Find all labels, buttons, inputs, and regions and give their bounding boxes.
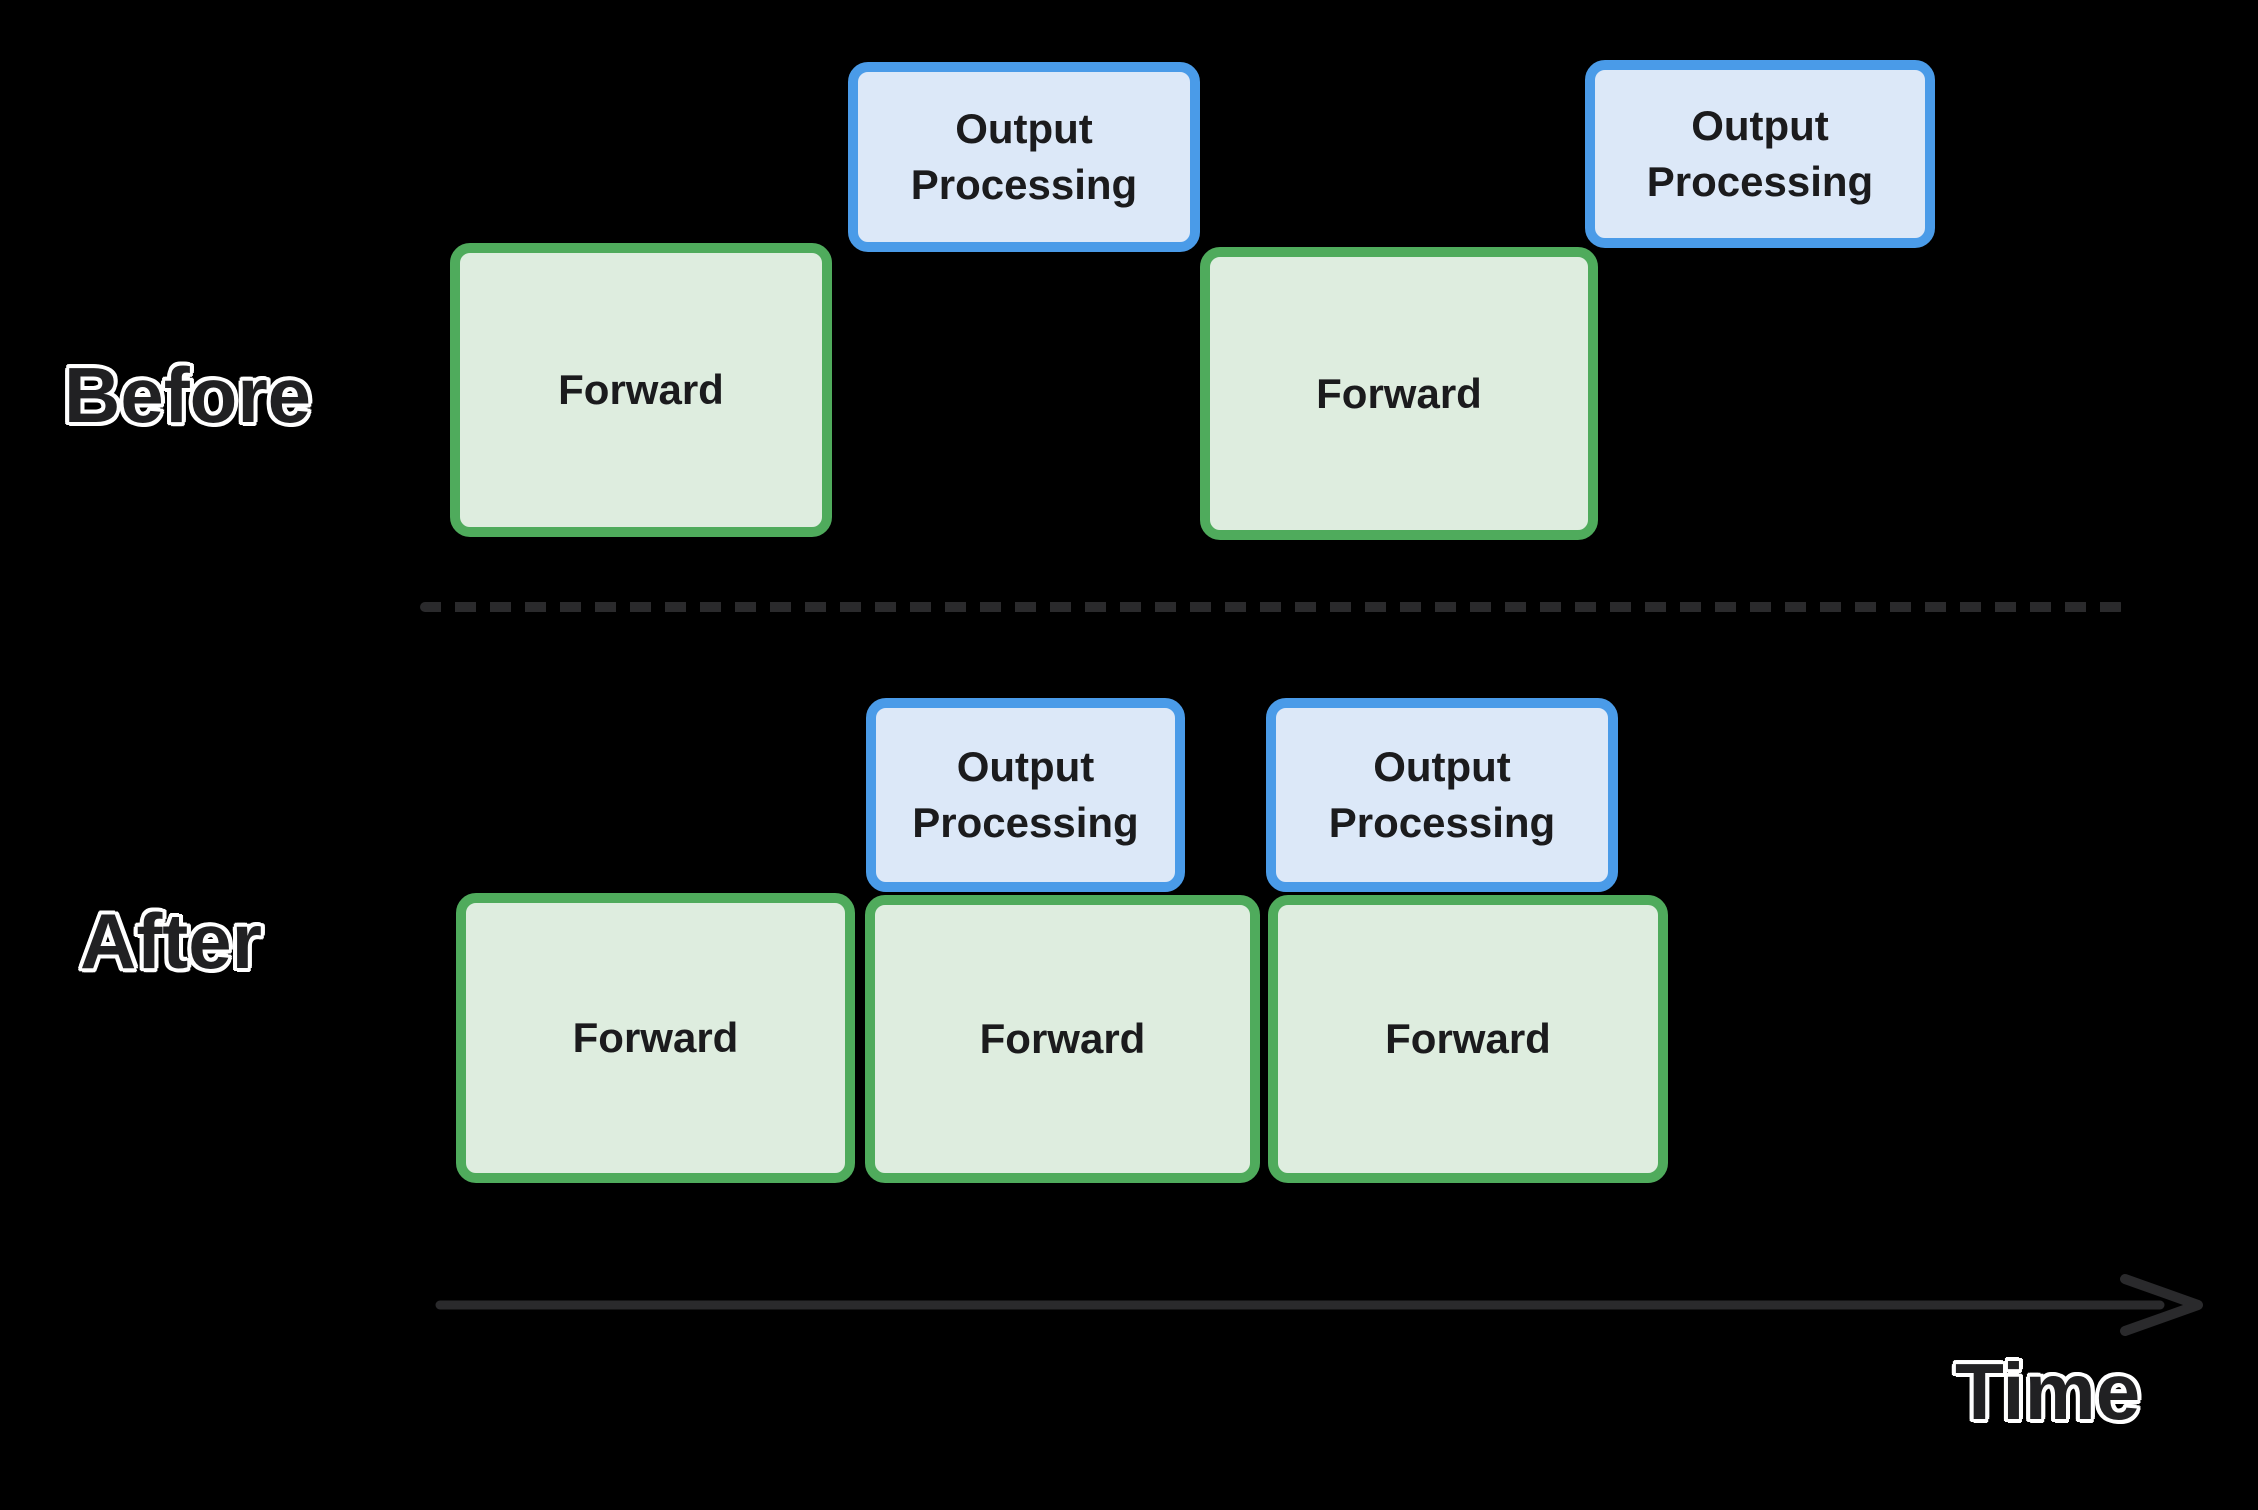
forward-box: Forward bbox=[1200, 247, 1598, 540]
forward-box: Forward bbox=[1268, 895, 1668, 1183]
time-axis-arrow-icon bbox=[435, 1274, 2203, 1336]
forward-box: Forward bbox=[456, 893, 855, 1183]
forward-box: Forward bbox=[865, 895, 1260, 1183]
output-processing-box: Output Processing bbox=[1266, 698, 1618, 892]
forward-box: Forward bbox=[450, 243, 832, 537]
after-row-label: After bbox=[80, 897, 263, 985]
before-row-label: Before bbox=[64, 351, 312, 439]
time-axis-label: Time bbox=[1955, 1347, 2141, 1436]
output-processing-box: Output Processing bbox=[848, 62, 1200, 252]
section-divider-dashed-line bbox=[420, 602, 2125, 612]
output-processing-box: Output Processing bbox=[866, 698, 1185, 892]
output-processing-box: Output Processing bbox=[1585, 60, 1935, 248]
